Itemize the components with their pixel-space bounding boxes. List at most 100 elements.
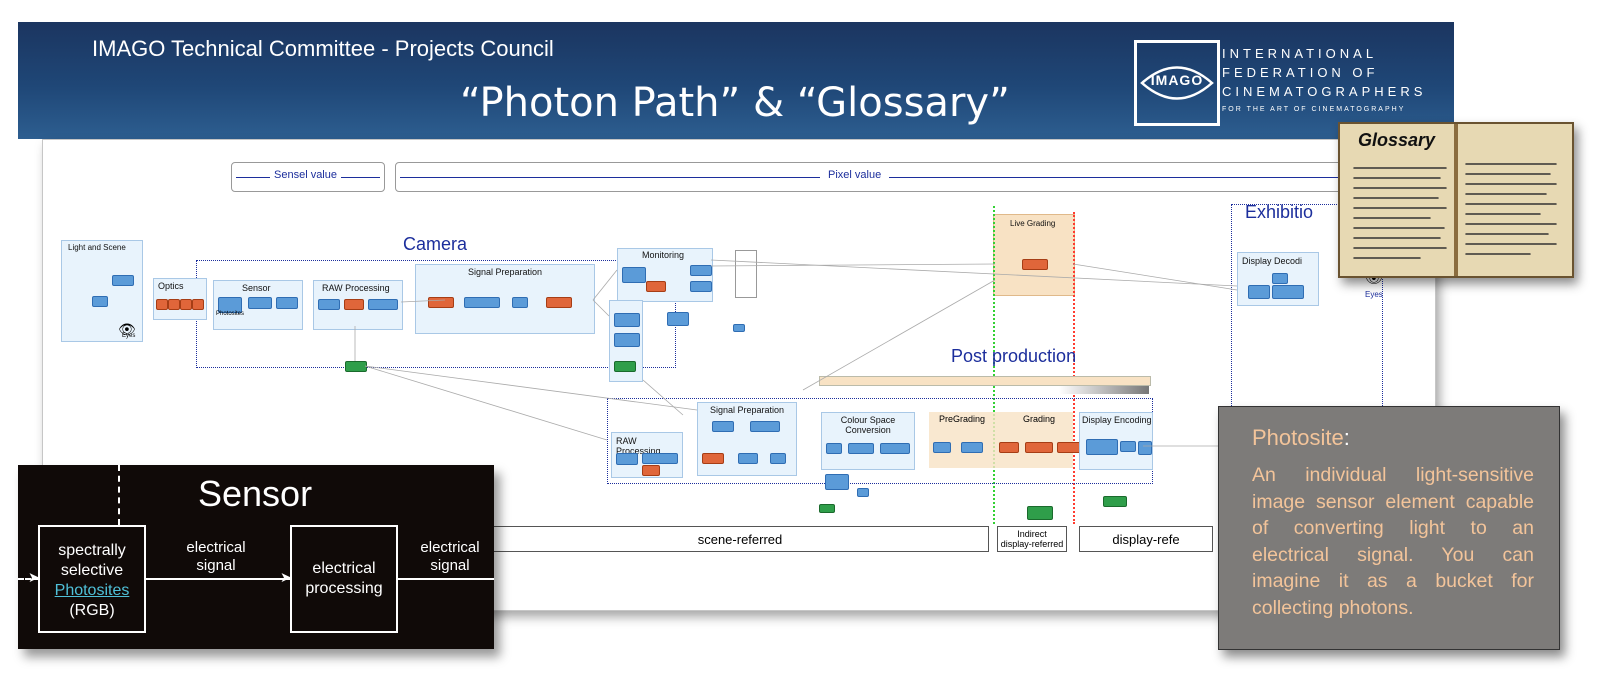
colour-space-title: Colour Space Conversion bbox=[840, 415, 896, 435]
pixel-arrow-line bbox=[400, 177, 1430, 178]
region-signal-preparation: Signal Preparation bbox=[415, 264, 595, 334]
arrow-line-2 bbox=[396, 578, 494, 580]
node-mezz-oetf bbox=[857, 488, 869, 497]
post-raw-title: RAW Processing bbox=[616, 436, 661, 456]
node-optics-3 bbox=[180, 299, 192, 310]
node-camera-rgb bbox=[464, 297, 500, 308]
optics-title: Optics bbox=[158, 281, 184, 291]
node-optics-2 bbox=[168, 299, 180, 310]
photosite-term-text: Photosite bbox=[1252, 425, 1344, 450]
node-apply-working-oetf bbox=[880, 443, 910, 454]
eye-icon: 👁 bbox=[118, 321, 136, 337]
processing-box: electrical processing bbox=[290, 525, 398, 633]
node-full-legal-1 bbox=[690, 265, 712, 276]
glossary-book-image: Glossary bbox=[1338, 122, 1574, 278]
node-convert-display bbox=[1086, 439, 1118, 455]
region-display-encoding: Display Encoding bbox=[1079, 412, 1153, 470]
live-grading-title: Live Grading bbox=[1010, 219, 1056, 228]
handwritten-lines-icon bbox=[1353, 163, 1557, 259]
node-optics-1 bbox=[156, 299, 168, 310]
node-graded-master bbox=[1103, 496, 1127, 507]
node-debayering bbox=[368, 299, 398, 310]
region-optics: Optics bbox=[153, 278, 207, 320]
node-white-balance bbox=[344, 299, 364, 310]
photosites-line2: selective bbox=[60, 562, 124, 579]
node-live-grading bbox=[1022, 259, 1048, 270]
node-full-legal-2 bbox=[690, 281, 712, 292]
sensor-dashed-line bbox=[118, 465, 120, 525]
arrow-head-1-icon: ➤ bbox=[280, 569, 292, 585]
indirect-line2: display-referred bbox=[1000, 539, 1064, 549]
node-scene bbox=[92, 296, 108, 307]
photosites-text: spectrally selective Photosites (RGB) bbox=[40, 541, 144, 621]
photosites-label: Photosites bbox=[216, 311, 245, 317]
node-ad-converter bbox=[276, 297, 298, 309]
node-encoding-rgb bbox=[1272, 285, 1304, 299]
node-inverse-oetf bbox=[826, 443, 842, 454]
node-oetf bbox=[512, 297, 528, 308]
org-tagline: FOR THE ART OF CINEMATOGRAPHY bbox=[1222, 106, 1406, 113]
node-optics-4 bbox=[192, 299, 204, 310]
legend-scene-referred: scene-referred bbox=[491, 526, 989, 552]
signal2-line2: signal bbox=[430, 557, 470, 574]
scene-referred-text: scene-referred bbox=[697, 531, 783, 547]
eyes-label-left: Eyes bbox=[122, 333, 136, 339]
post-signal-prep-title: Signal Preparation bbox=[710, 405, 785, 415]
region-log-recording bbox=[609, 300, 643, 382]
region-display-decoding: Display Decodi bbox=[1237, 252, 1319, 306]
photosites-box: spectrally selective Photosites (RGB) bbox=[38, 525, 146, 633]
exhibition-label: Exhibitio bbox=[1245, 202, 1314, 222]
monitoring-title: Monitoring bbox=[642, 250, 685, 260]
node-log-full-legal bbox=[614, 333, 640, 347]
region-colour-space: Colour Space Conversion bbox=[821, 412, 915, 470]
photosites-link[interactable]: Photosites bbox=[54, 582, 130, 599]
node-color-processing bbox=[428, 297, 454, 308]
logo-wordmark: IMAGO bbox=[1150, 72, 1204, 88]
node-look-development bbox=[1025, 442, 1053, 453]
camera-label: Camera bbox=[403, 234, 468, 254]
node-basic-operation bbox=[961, 442, 983, 453]
glossary-book-title: Glossary bbox=[1358, 130, 1436, 150]
photosite-term: Photosite: bbox=[1252, 425, 1350, 451]
node-encoding-eotf bbox=[1120, 441, 1136, 452]
sensor-inset-panel: Sensor ➤ spectrally selective Photosites… bbox=[18, 465, 494, 649]
region-post-signal-prep: Signal Preparation bbox=[697, 402, 797, 476]
display-referred-text: display-refe bbox=[1112, 531, 1180, 547]
region-post-raw: RAW Processing bbox=[611, 432, 683, 478]
node-colour-profiling bbox=[738, 453, 758, 464]
signal-label-1: electrical signal bbox=[158, 539, 274, 575]
node-convert-mezzanine bbox=[825, 474, 849, 490]
eye-logo-icon bbox=[1140, 66, 1214, 100]
processing-line1: electrical bbox=[312, 560, 376, 577]
input-dashed-line bbox=[18, 578, 38, 580]
processing-text: electrical processing bbox=[292, 559, 396, 599]
indirect-line1: Indirect bbox=[1017, 529, 1047, 539]
book-spine bbox=[1454, 124, 1458, 276]
node-working-gamut bbox=[848, 443, 874, 454]
node-full-to-legal bbox=[1138, 441, 1152, 455]
node-legal-full bbox=[1248, 285, 1270, 299]
grading-zone bbox=[929, 412, 1073, 468]
node-scaling-monitor bbox=[622, 267, 646, 283]
connection-lines bbox=[354, 259, 1238, 447]
node-photosites bbox=[218, 297, 242, 313]
light-scene-title: Light and Scene bbox=[68, 243, 126, 252]
display-decoding-title: Display Decodi bbox=[1242, 256, 1303, 266]
node-vf-small bbox=[733, 324, 745, 332]
org-line-1: INTERNATIONAL bbox=[1222, 46, 1378, 61]
node-log-scaling bbox=[614, 313, 640, 327]
grading-title: Grading bbox=[1023, 414, 1056, 424]
node-electrical-processing bbox=[248, 297, 272, 309]
committee-title: IMAGO Technical Committee - Projects Cou… bbox=[92, 36, 554, 61]
node-post-white-balance bbox=[642, 465, 660, 476]
pixel-value-label: Pixel value bbox=[820, 169, 890, 181]
region-live-grading: Live Grading bbox=[993, 214, 1075, 296]
photosites-line3: (RGB) bbox=[69, 602, 115, 619]
sensor-inset-title: Sensor bbox=[198, 473, 313, 514]
org-name: INTERNATIONAL FEDERATION OF CINEMATOGRAP… bbox=[1222, 44, 1426, 101]
region-sensor: Sensor Photosites bbox=[213, 280, 303, 330]
region-monitoring: Monitoring bbox=[617, 248, 713, 302]
node-post-digital bbox=[616, 453, 638, 465]
node-sun bbox=[112, 275, 134, 286]
monitor-output-box bbox=[735, 250, 757, 298]
